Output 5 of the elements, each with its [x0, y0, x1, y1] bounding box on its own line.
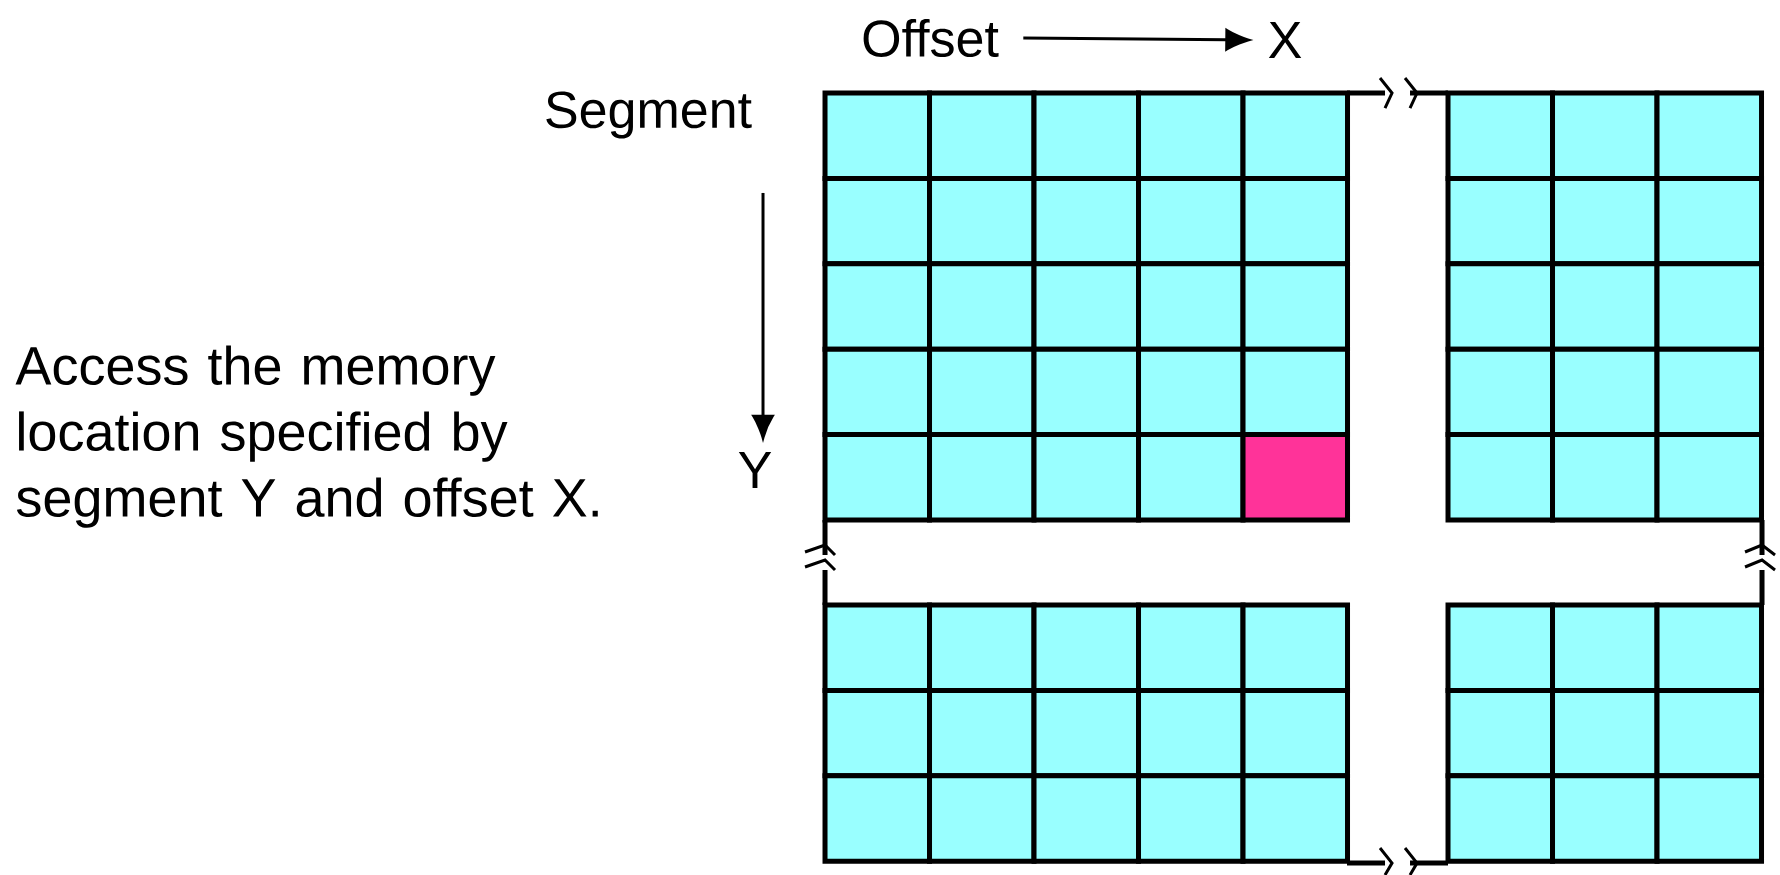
axis-label: Y [738, 452, 772, 488]
axis-label: Segment [546, 91, 752, 139]
axis-label: X [1268, 22, 1302, 58]
axis-label: Offset [863, 18, 999, 58]
description-text: Access the memory location specified by segment Y and offset X. [15, 345, 598, 528]
